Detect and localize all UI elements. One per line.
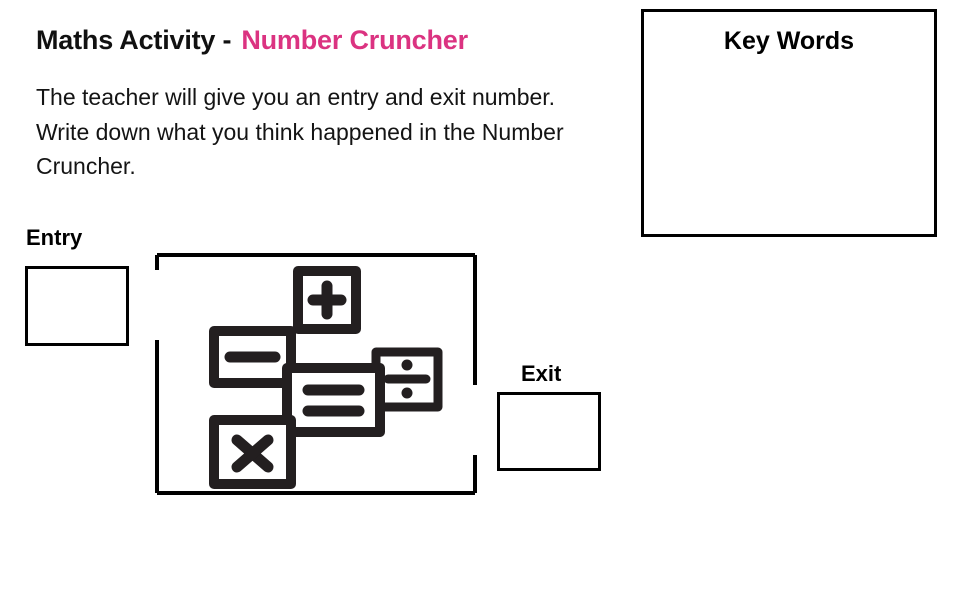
machine-frame-icon <box>155 253 477 495</box>
minus-operator-icon <box>209 326 296 388</box>
equals-operator-icon <box>282 363 385 437</box>
page-title: Maths Activity - Number Cruncher <box>36 23 468 57</box>
exit-answer-box[interactable] <box>497 392 601 471</box>
entry-answer-box[interactable] <box>25 266 129 346</box>
key-words-panel: Key Words <box>641 9 937 237</box>
page-title-lead: Maths Activity - <box>36 25 232 55</box>
divide-operator-icon <box>371 347 443 412</box>
number-cruncher-machine <box>150 248 484 502</box>
multiply-operator-icon <box>209 415 296 489</box>
key-words-title: Key Words <box>723 27 855 55</box>
key-words-writing-area[interactable] <box>652 70 926 226</box>
page-title-accent: Number Cruncher <box>241 25 468 55</box>
entry-label: Entry <box>26 225 83 250</box>
instructions-text: The teacher will give you an entry and e… <box>36 84 564 179</box>
exit-label: Exit <box>521 361 562 386</box>
plus-operator-icon <box>293 266 361 334</box>
